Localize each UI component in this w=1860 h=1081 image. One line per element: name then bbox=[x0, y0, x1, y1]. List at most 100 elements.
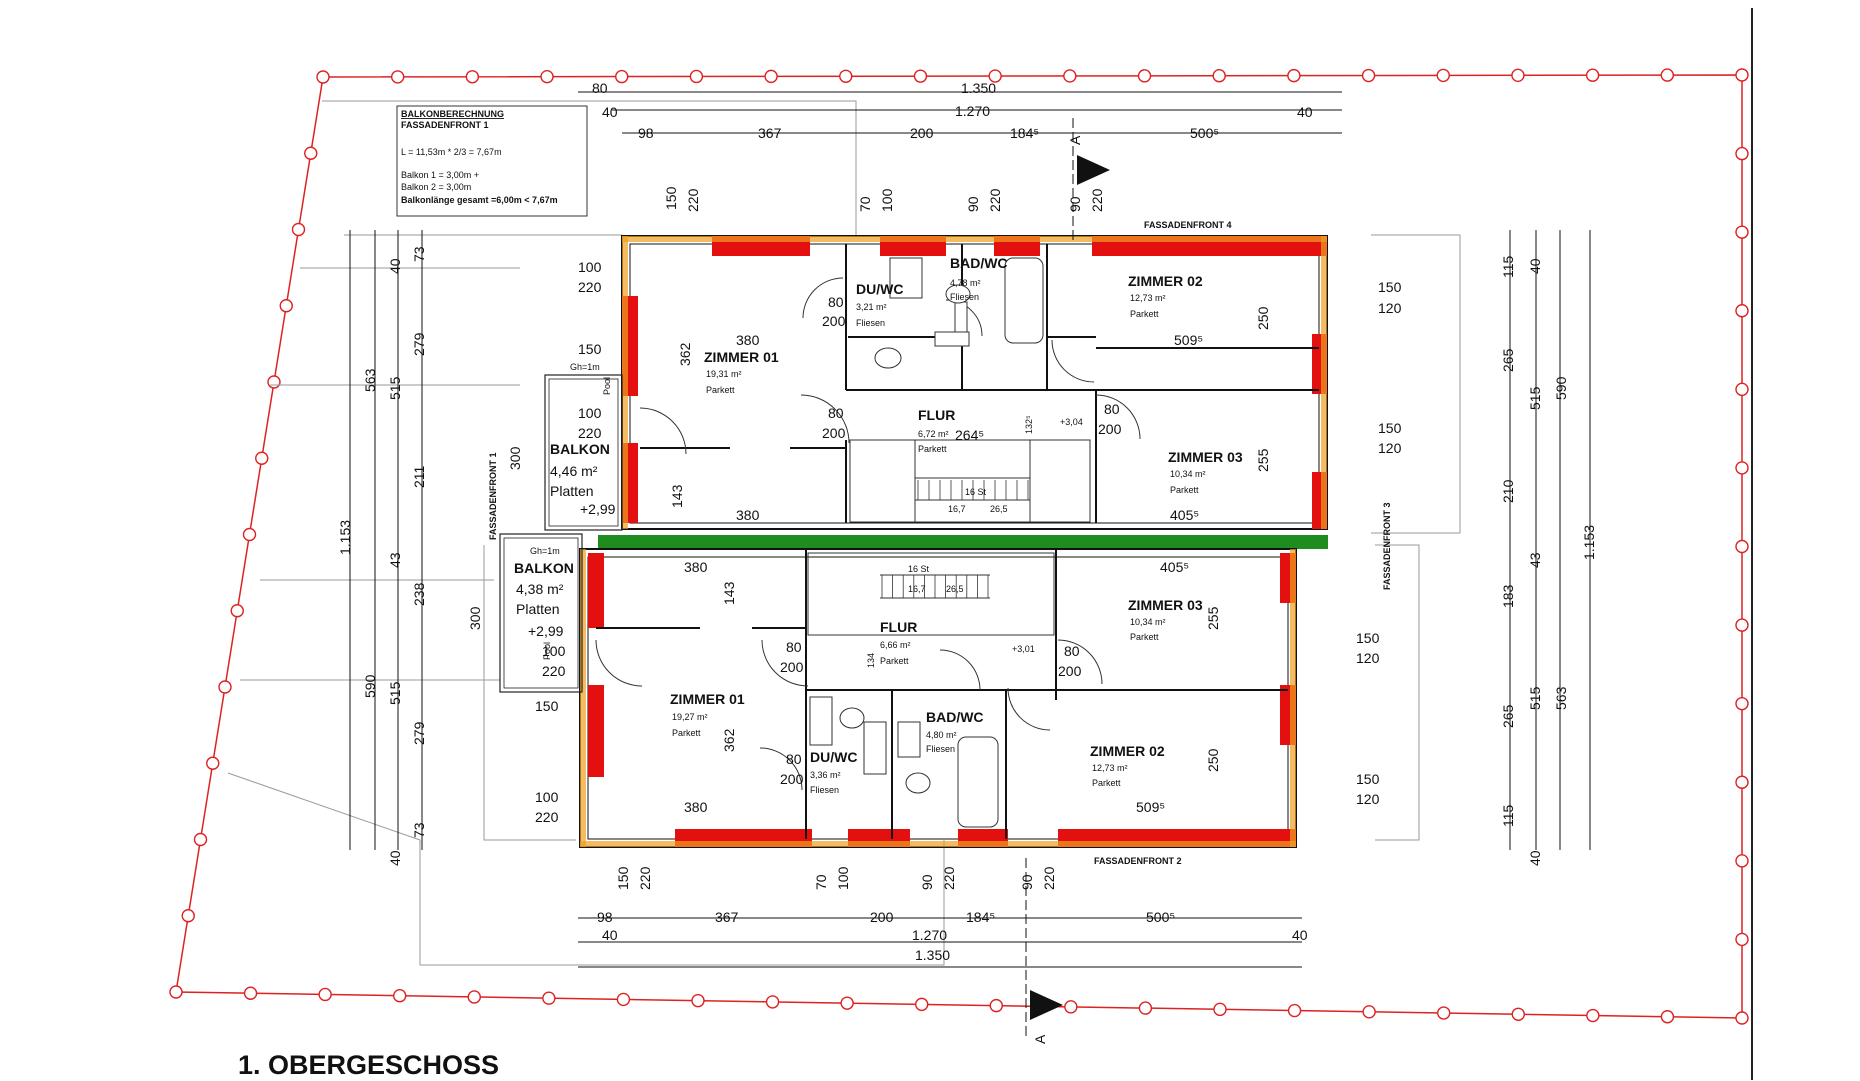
dim-lower-120b-right: 120 bbox=[1356, 791, 1380, 807]
dim-lower-100-bot: 100 bbox=[835, 866, 851, 890]
upper-duwc-name: DU/WC bbox=[856, 281, 903, 297]
dim-lower-380-a: 380 bbox=[684, 559, 708, 575]
dim-upper-150-left: 150 bbox=[578, 341, 602, 357]
opening-dims-lower: 150 220 70 100 90 220 90 220 150 100 220… bbox=[467, 559, 1380, 890]
dim-lower-200-b: 200 bbox=[780, 771, 804, 787]
lower-balkon-pool: Pool bbox=[542, 642, 552, 660]
dim-upper-100-left: 100 bbox=[578, 259, 602, 275]
boundary-marker bbox=[1137, 69, 1152, 83]
dim-lower-220-left: 220 bbox=[535, 809, 559, 825]
dim-bot-184: 184⁵ bbox=[966, 909, 995, 925]
dim-top-200: 200 bbox=[910, 125, 934, 141]
boundary-marker bbox=[243, 986, 258, 1000]
upper-zimmer03-name: ZIMMER 03 bbox=[1168, 449, 1243, 465]
upper-badwc-name: BAD/WC bbox=[950, 255, 1008, 271]
upper-zimmer02-area: 12,73 m² bbox=[1130, 293, 1166, 303]
boundary-marker bbox=[218, 680, 232, 694]
dim-upper-steps: 16 St bbox=[965, 487, 987, 497]
boundary-marker bbox=[1735, 304, 1749, 318]
calc-line1: L = 11,53m * 2/3 = 7,67m bbox=[401, 147, 502, 157]
dim-upper-80-b: 80 bbox=[828, 405, 844, 421]
dim-upper-300: 300 bbox=[507, 446, 523, 470]
dim-bot-40a: 40 bbox=[602, 927, 618, 943]
sheet-border-line bbox=[1751, 8, 1753, 1080]
dim-lower-150-bot: 150 bbox=[615, 866, 631, 890]
dim-top-40a: 40 bbox=[602, 104, 618, 120]
boundary-marker bbox=[1287, 1003, 1302, 1018]
dim-left-211: 211 bbox=[411, 465, 427, 488]
dim-upper-167: 16,7 bbox=[948, 504, 966, 514]
boundary-marker bbox=[540, 69, 554, 84]
lower-balkon-floor: Platten bbox=[516, 601, 560, 617]
boundary-marker bbox=[181, 909, 195, 923]
boundary-marker bbox=[318, 987, 332, 1002]
dimension-lines bbox=[349, 91, 1591, 968]
lower-balkon-gh: Gh=1m bbox=[530, 546, 560, 556]
lower-badwc-floor: Fliesen bbox=[926, 744, 955, 754]
dim-upper-level: +3,04 bbox=[1060, 417, 1083, 427]
property-boundary bbox=[169, 68, 1749, 1025]
dim-lower-steps: 16 St bbox=[908, 564, 930, 574]
lower-unit bbox=[499, 533, 1297, 848]
dim-right-563: 563 bbox=[1553, 686, 1569, 710]
dim-left-279t: 279 bbox=[411, 332, 427, 356]
upper-balkon-name: BALKON bbox=[550, 441, 610, 457]
calc-subheading: FASSADENFRONT 1 bbox=[401, 120, 489, 130]
section-marker-bottom: A bbox=[1025, 858, 1063, 1044]
dim-lower-90b-bot: 90 bbox=[1019, 874, 1035, 890]
dim-right-265b: 265 bbox=[1500, 704, 1516, 728]
dim-left-279b: 279 bbox=[411, 721, 427, 745]
dim-left-590: 590 bbox=[362, 674, 378, 698]
lower-flur-area: 6,66 m² bbox=[880, 640, 911, 650]
lower-duwc-name: DU/WC bbox=[810, 749, 857, 765]
boundary-marker bbox=[915, 997, 929, 1012]
dim-upper-264: 264⁵ bbox=[955, 427, 984, 443]
lower-badwc-name: BAD/WC bbox=[926, 709, 984, 725]
boundary-marker bbox=[279, 299, 293, 313]
boundary-marker bbox=[1063, 69, 1077, 83]
dim-lower-level: +3,01 bbox=[1012, 644, 1035, 654]
dim-right-183: 183 bbox=[1500, 584, 1516, 608]
lower-balkon-name: BALKON bbox=[514, 560, 574, 576]
dim-right-40b: 40 bbox=[1527, 850, 1543, 866]
dim-left-238: 238 bbox=[411, 582, 427, 606]
lower-zimmer01-name: ZIMMER 01 bbox=[670, 691, 745, 707]
dim-upper-362: 362 bbox=[677, 342, 693, 366]
dim-lower-70-bot: 70 bbox=[813, 874, 829, 890]
dim-upper-150b-right: 150 bbox=[1378, 420, 1402, 436]
dim-upper-90-top: 90 bbox=[965, 196, 981, 212]
boundary-marker bbox=[316, 70, 330, 84]
dim-lower-100-left: 100 bbox=[535, 789, 559, 805]
right-dimensions: 115 40 265 515 590 210 1.153 43 183 265 … bbox=[1500, 255, 1597, 866]
lower-duwc-floor: Fliesen bbox=[810, 785, 839, 795]
dim-upper-220c-top: 220 bbox=[1089, 188, 1105, 212]
boundary-marker bbox=[615, 69, 629, 84]
dim-top-98: 98 bbox=[638, 125, 654, 141]
boundary-marker bbox=[1735, 1011, 1749, 1025]
boundary-marker bbox=[764, 69, 778, 84]
dim-lower-220b-left: 220 bbox=[542, 663, 566, 679]
opening-dims-upper: 150 220 70 100 90 220 90 220 100 220 150… bbox=[507, 186, 1402, 523]
boundary-marker bbox=[390, 70, 405, 84]
dim-lower-200-a: 200 bbox=[780, 659, 804, 675]
boundary-marker bbox=[1735, 461, 1749, 475]
dim-upper-380-a: 380 bbox=[736, 332, 760, 348]
boundary-marker bbox=[1138, 1001, 1153, 1015]
dim-upper-405: 405⁵ bbox=[1170, 507, 1199, 523]
boundary-marker bbox=[1511, 68, 1525, 83]
dim-upper-250: 250 bbox=[1255, 306, 1271, 330]
dim-right-115b: 115 bbox=[1500, 804, 1516, 827]
lower-flur-floor: Parkett bbox=[880, 656, 909, 666]
boundary-marker bbox=[169, 985, 183, 999]
lower-duwc-area: 3,36 m² bbox=[810, 770, 841, 780]
lower-badwc-area: 4,80 m² bbox=[926, 730, 957, 740]
dim-lower-167: 16,7 bbox=[908, 584, 926, 594]
dim-top-184: 184⁵ bbox=[1010, 125, 1039, 141]
dim-lower-150-right: 150 bbox=[1356, 630, 1380, 646]
dim-left-515b: 515 bbox=[387, 681, 403, 705]
dim-bot-98: 98 bbox=[597, 909, 613, 925]
facade-front-2: FASSADENFRONT 2 bbox=[1094, 856, 1182, 866]
boundary-marker bbox=[267, 375, 281, 389]
upper-room-labels: ZIMMER 01 19,31 m² Parkett ZIMMER 02 12,… bbox=[550, 255, 1243, 517]
lower-zimmer03-floor: Parkett bbox=[1130, 632, 1159, 642]
